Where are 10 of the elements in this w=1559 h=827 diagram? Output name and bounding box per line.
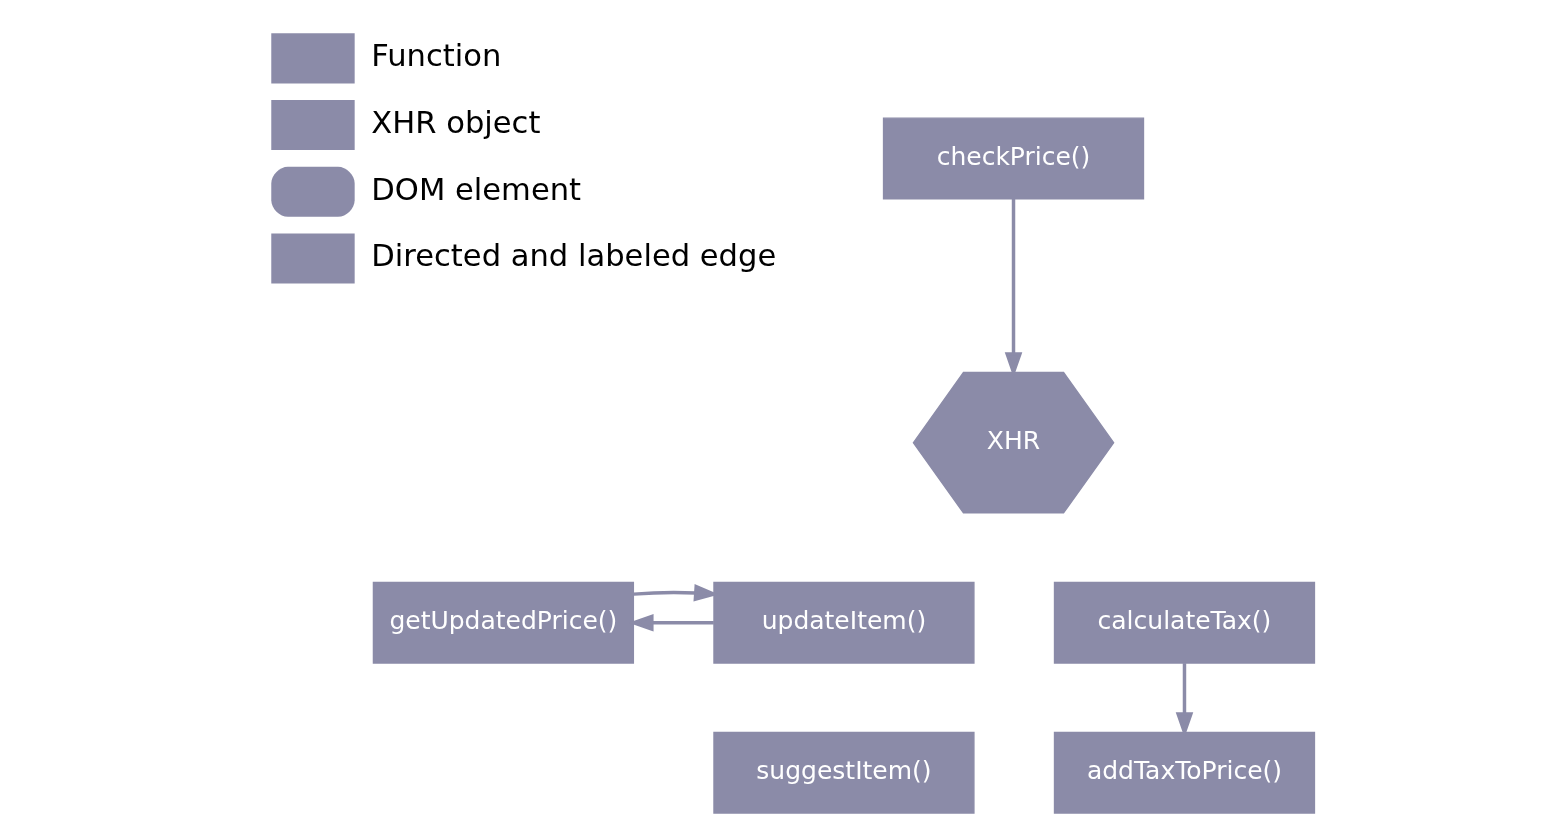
node-box: suggestItem()	[712, 731, 975, 814]
node-box: getUpdatedPrice()	[372, 581, 634, 664]
node-box: addTaxToPrice()	[1053, 731, 1315, 814]
node-box: updateItem()	[712, 581, 975, 664]
legend-label: Function	[370, 38, 501, 74]
legend-label: Directed and labeled edge	[370, 238, 776, 274]
node-box: checkPrice()	[882, 117, 1144, 200]
legend-label: DOM element	[370, 171, 581, 207]
node-box: calculateTax()	[1053, 581, 1315, 664]
legend-label: XHR object	[370, 104, 540, 140]
